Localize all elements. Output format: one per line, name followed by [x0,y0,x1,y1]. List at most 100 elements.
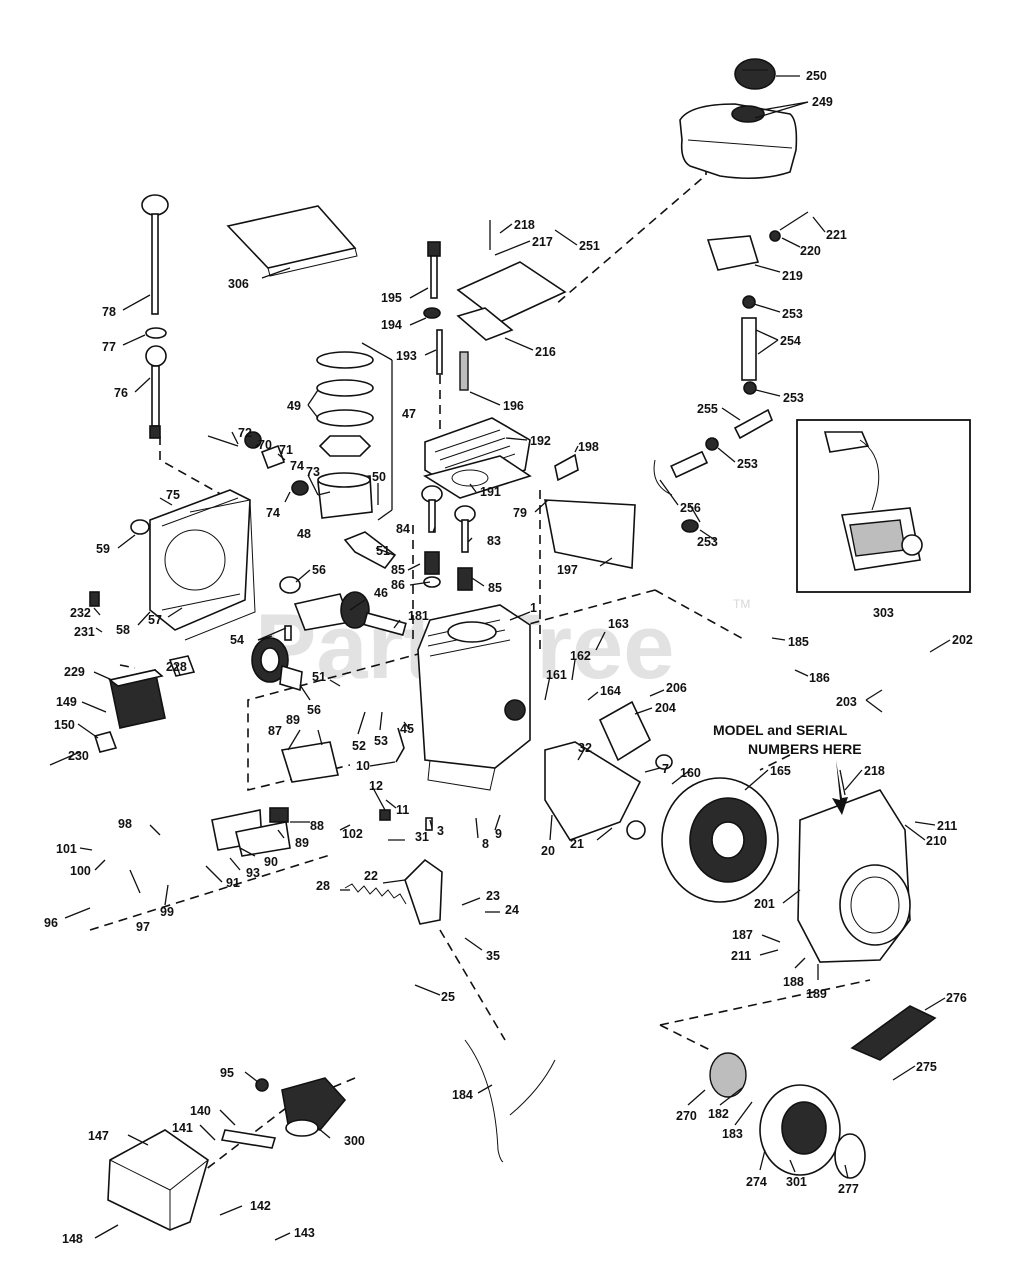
cylinder-head [423,417,532,499]
part-label: 193 [396,349,417,363]
part-label: 93 [246,866,260,880]
part-label: 218 [514,218,535,232]
part-label: 253 [782,307,803,321]
part-label: 201 [754,897,775,911]
part-label: 78 [102,305,116,319]
part-label: 228 [166,660,187,674]
part-label: 53 [374,734,388,748]
part-label: 254 [780,334,801,348]
part-label: 198 [578,440,599,454]
leader-lines [64,75,951,1241]
part-label: 197 [557,563,578,577]
part-label: 97 [136,920,150,934]
part-label: 86 [391,578,405,592]
part-label: 187 [732,928,753,942]
model-serial-callout-line2: NUMBERS HERE [748,741,862,757]
part-label: 70 [258,438,272,452]
part-label: 10 [356,759,370,773]
part-label: 192 [530,434,551,448]
part-label: 216 [535,345,556,359]
part-label: 100 [70,864,91,878]
part-label: 195 [381,291,402,305]
recoil-starter [709,1052,866,1179]
part-label: 191 [480,485,501,499]
part-label: 148 [62,1232,83,1246]
owners-manual [226,205,358,277]
part-label: 25 [441,990,455,1004]
part-label: 253 [737,457,758,471]
part-label: 98 [118,817,132,831]
part-label: 47 [402,407,416,421]
part-label: 84 [396,522,410,536]
crankshaft [279,576,407,636]
part-label: 163 [608,617,629,631]
air-guide-204 [598,700,652,762]
part-label: 90 [264,855,278,869]
part-label: 206 [666,681,687,695]
part-label: 71 [279,443,293,457]
cam-gear [251,625,303,692]
part-label: 91 [226,876,240,890]
part-label: 89 [286,713,300,727]
tank-bracket [706,235,760,271]
part-label: 20 [541,844,555,858]
model-serial-callout-line1: MODEL and SERIAL [713,722,848,738]
wire-harness [464,1039,556,1163]
part-label: 24 [505,903,519,917]
part-label: 255 [697,402,718,416]
part-label: 21 [570,837,584,851]
part-label: 51 [376,544,390,558]
part-label: 74 [266,506,280,520]
part-label: 189 [806,987,827,1001]
part-label: 11 [396,803,409,817]
part-label: 95 [220,1066,234,1080]
air-cleaner-cover [107,1129,209,1231]
bolt-221 [779,211,809,231]
part-label: 7 [662,762,669,776]
muffler [49,591,196,766]
part-label: 150 [54,718,75,732]
part-label: 164 [600,684,621,698]
part-label: 141 [172,1121,193,1135]
part-label: 301 [786,1175,807,1189]
part-label: 183 [722,1127,743,1141]
part-label: 85 [488,581,502,595]
part-label: 96 [44,916,58,930]
part-label: 58 [116,623,130,637]
piston-rings [316,351,374,457]
part-label: 303 [873,606,894,620]
part-label: 300 [344,1134,365,1148]
part-label: 162 [570,649,591,663]
part-label: 276 [946,991,967,1005]
part-label: 306 [228,277,249,291]
part-label: 59 [96,542,110,556]
part-label: 160 [680,766,701,780]
part-label: 256 [680,501,701,515]
part-label: 231 [74,625,95,639]
part-label: 232 [70,606,91,620]
backing-plate [544,741,642,841]
part-label: 210 [926,834,947,848]
part-label: 140 [190,1104,211,1118]
part-label: 48 [297,527,311,541]
part-label: 51 [312,670,326,684]
flywheel [626,754,779,903]
part-label: 57 [148,613,162,627]
connecting-rod [343,531,397,570]
part-number-labels: 250 249 221 220 219 253 254 253 255 253 … [44,69,973,1246]
part-label: 88 [310,819,324,833]
starter-handle [850,1005,937,1061]
part-label: 221 [826,228,847,242]
part-label: 89 [295,836,309,850]
fuel-tank [679,103,798,180]
part-label: 1 [530,601,537,615]
part-label: 35 [486,949,500,963]
part-label: 251 [579,239,600,253]
part-label: 196 [503,399,524,413]
part-label: 72 [238,426,252,440]
part-label: 73 [306,465,320,479]
part-label: 229 [64,665,85,679]
part-label: 23 [486,889,500,903]
dipstick-assembly [141,194,169,439]
